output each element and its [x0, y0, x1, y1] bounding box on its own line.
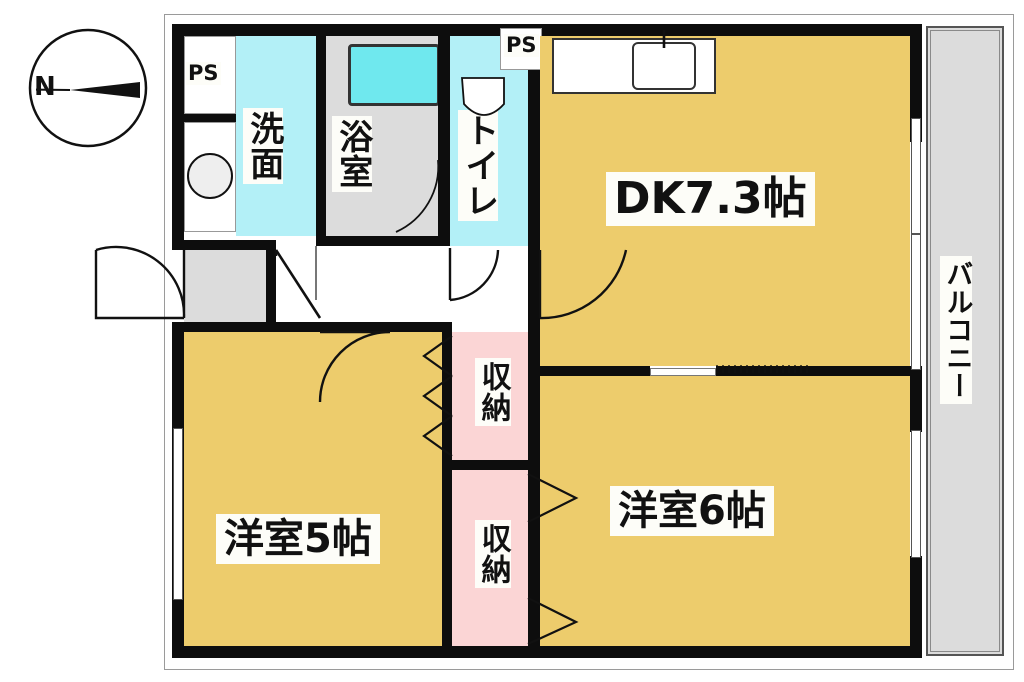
balcony-outer-edge: [930, 30, 1000, 652]
room-yoshitsu5: [184, 332, 452, 646]
closet-upper-label: 収納: [475, 358, 511, 426]
window-dk-right-2: [911, 234, 921, 370]
compass-rose: N: [22, 22, 154, 154]
wall-dk-bottom-left: [540, 366, 650, 376]
wall-exterior-left-upper: [172, 24, 184, 250]
wall-room5-top: [184, 322, 452, 332]
wall-genkan-right: [266, 246, 276, 322]
room-senmen-label: 洗面: [243, 108, 284, 184]
wall-exterior-right-mid: [910, 366, 922, 432]
ps-label-right: PS: [504, 33, 539, 57]
wall-ps-divider: [184, 114, 236, 122]
wall-exterior-right-lower: [910, 556, 922, 658]
wall-bath-right: [438, 24, 450, 246]
wall-bath-bottom: [316, 236, 450, 246]
wall-toilet-right: [528, 24, 540, 248]
room-yoshitsu6-label: 洋室6帖: [610, 486, 774, 536]
wall-closet-divider: [452, 460, 540, 470]
room-toilet-label: トイレ: [458, 110, 499, 221]
bathtub: [348, 44, 440, 106]
compass-north-label: N: [34, 72, 56, 102]
sliding-door-hatch: [716, 365, 808, 373]
balcony-label: バルコニー: [940, 256, 973, 404]
washing-machine-bay: [184, 122, 236, 232]
sliding-door-dk-room6-panel: [650, 368, 716, 376]
wall-hall-dk: [528, 246, 540, 332]
closet-lower-label: 収納: [475, 520, 511, 588]
room-dk-label: DK7.3帖: [606, 172, 815, 226]
wall-exterior-right: [910, 24, 922, 142]
window-room6-right: [911, 430, 921, 558]
wall-room5-right: [442, 322, 452, 646]
window-dk-right: [911, 118, 921, 234]
wall-closet-right: [528, 332, 540, 646]
genkan-entry-floor: [184, 246, 266, 322]
wall-dk-bottom-right: [716, 366, 910, 376]
window-room5-left: [173, 428, 183, 600]
ps-label-left: PS: [186, 61, 221, 85]
wall-senmen-right: [316, 36, 326, 236]
wall-genkan-top: [172, 240, 276, 250]
building-outline: [164, 14, 1014, 670]
room-yoshitsu5-label: 洋室5帖: [216, 514, 380, 564]
wall-exterior-top: [172, 24, 922, 36]
room-yokushitsu-label: 浴室: [332, 116, 373, 192]
wall-exterior-bottom: [172, 646, 922, 658]
kitchen-sink: [632, 42, 696, 90]
